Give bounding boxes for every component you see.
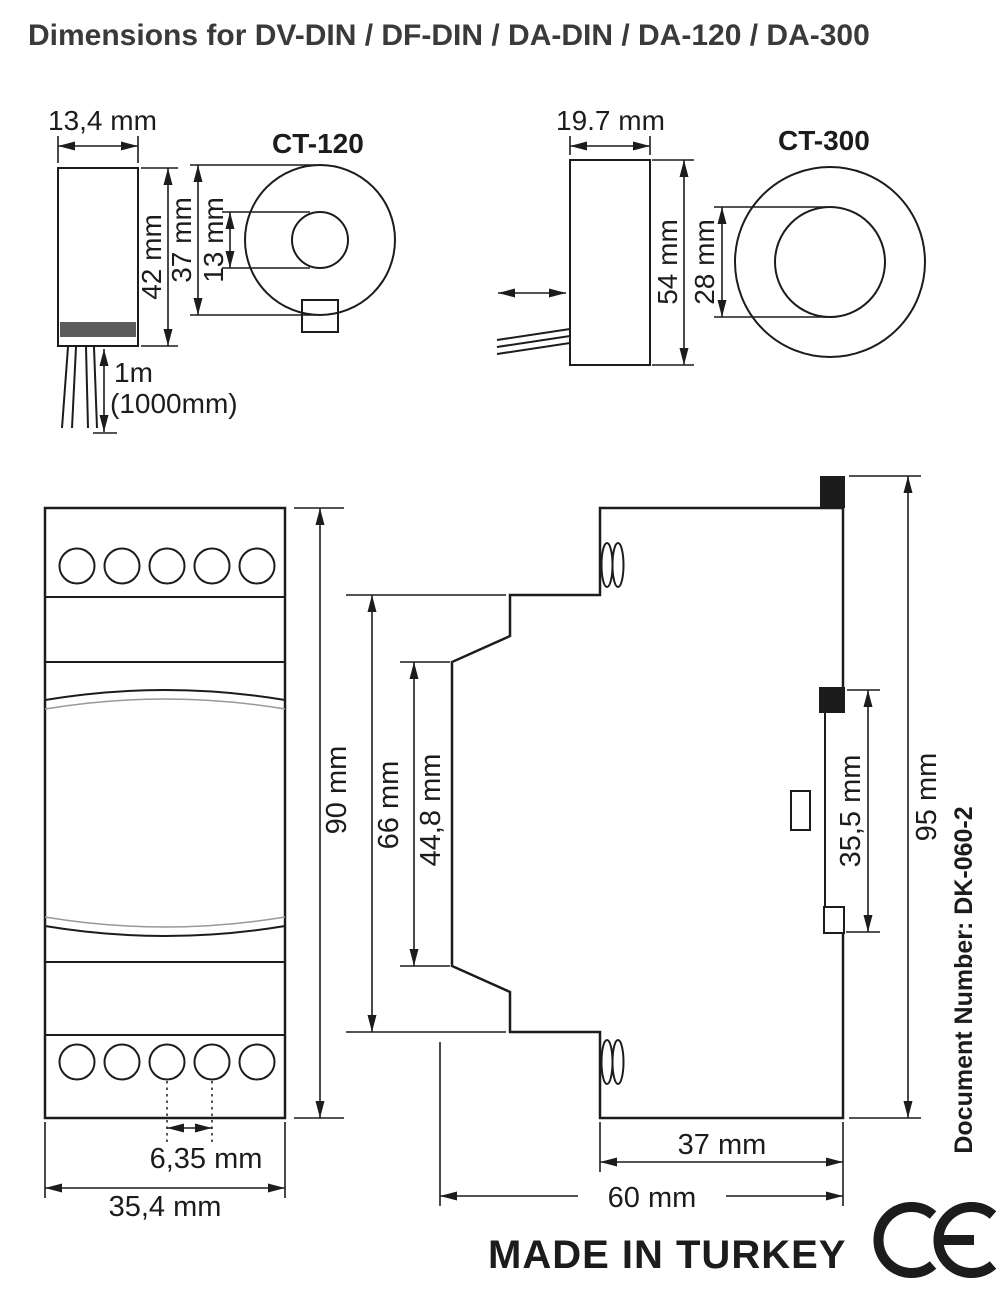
terminal-screw-side — [611, 542, 625, 588]
din-rail-dimension: 35,5 mm — [835, 689, 880, 933]
ct120-ring-hole — [291, 211, 349, 269]
ct120-inner-diameter-dimension: 13 mm — [198, 197, 310, 283]
dimension-label: 13,4 mm — [48, 105, 157, 136]
wire-line — [71, 346, 77, 429]
terminal-circle — [193, 1043, 231, 1081]
footer: Document Number: DK-060-2 MADE IN TURKEY — [488, 806, 997, 1278]
terminal-circle — [58, 1043, 96, 1081]
dimension-label: 37 mm — [678, 1129, 767, 1161]
dimension-label: 1m — [114, 357, 153, 388]
ct300-drawing: 19.7 mm 54 mm 28 mm CT-300 — [496, 105, 926, 366]
front-window-arc-shadow — [44, 916, 286, 928]
dimension-label: 6,35 mm — [150, 1143, 263, 1175]
ct300-ring — [734, 166, 926, 358]
bottom-terminal-circles — [58, 1043, 276, 1081]
ct300-label: CT-300 — [778, 125, 870, 156]
front-view-outline — [43, 506, 287, 1120]
ce-letter-c — [873, 1202, 937, 1278]
din-clip-hook — [819, 687, 845, 713]
panel-height-dimension: 44,8 mm — [400, 661, 450, 967]
ct300-ring-hole — [774, 206, 886, 318]
dimension-label: 35,5 mm — [835, 755, 867, 868]
side-view-outline — [450, 506, 845, 1120]
terminal-screw-side — [600, 1039, 614, 1085]
side-latch-window — [790, 790, 811, 831]
dimension-label: 66 mm — [373, 761, 405, 850]
top-terminal-circles — [58, 547, 276, 585]
din-clip-foot — [823, 906, 845, 934]
terminal-circle — [103, 1043, 141, 1081]
body-height-dimension: 90 mm — [294, 507, 353, 1119]
ct300-side-view-body — [569, 159, 651, 366]
ct120-drawing: 13,4 mm 1m (1000mm) 42 mm — [48, 105, 396, 434]
dimension-label: 44,8 mm — [415, 754, 447, 867]
rear-depth-dimension: 37 mm — [599, 1122, 844, 1206]
dimension-label: 37 mm — [166, 197, 197, 283]
ct120-ring-tab — [301, 299, 339, 333]
dimension-label: 35,4 mm — [109, 1191, 222, 1223]
document-number: Document Number: DK-060-2 — [950, 806, 978, 1153]
ce-mark-icon — [873, 1202, 997, 1278]
dimension-label: (1000mm) — [110, 388, 238, 419]
front-window-arc — [44, 689, 286, 701]
wire-line — [496, 328, 571, 341]
dimension-label: 42 mm — [136, 214, 167, 300]
front-window-arc-shadow — [44, 698, 286, 710]
overall-depth-dimension: 60 mm — [439, 1042, 843, 1214]
ct120-side-view-band — [60, 322, 136, 337]
overall-height-dimension: 95 mm — [849, 475, 943, 1119]
terminal-screw-side — [611, 1039, 625, 1085]
ct300-height-dimension: 54 mm — [652, 159, 694, 366]
dimension-label: 90 mm — [321, 746, 353, 835]
din-module-side-view: 90 mm 66 mm 44,8 mm 35,5 mm 95 m — [294, 475, 943, 1214]
terminal-circle — [103, 547, 141, 585]
ct120-wires — [61, 346, 98, 429]
wire-line — [496, 342, 571, 355]
ct300-wires — [496, 328, 571, 355]
din-clip-top-tab — [820, 476, 845, 508]
terminal-circle — [238, 547, 276, 585]
din-clip-recess-mask — [825, 713, 846, 909]
ct120-ring — [244, 164, 396, 333]
ct120-width-dimension: 13,4 mm — [48, 105, 157, 163]
terminal-circle — [238, 1043, 276, 1081]
dimension-label: 19.7 mm — [556, 105, 665, 136]
ct300-inner-diameter-dimension: 28 mm — [689, 206, 826, 318]
terminal-circle — [193, 547, 231, 585]
terminal-screw-side — [600, 542, 614, 588]
ct120-height-dimension: 42 mm — [136, 167, 178, 347]
ct120-ring-outer — [244, 164, 396, 316]
wire-line — [496, 335, 571, 348]
dimension-label: 95 mm — [911, 753, 943, 842]
dimension-label: 54 mm — [652, 219, 683, 305]
terminal-circle — [148, 547, 186, 585]
wire-line — [61, 346, 69, 429]
dimension-label: 13 mm — [198, 197, 229, 283]
ct300-width-dimension: 19.7 mm — [556, 105, 665, 155]
ct120-outer-diameter-dimension: 37 mm — [166, 164, 316, 316]
terminal-circle — [58, 547, 96, 585]
made-in-label: MADE IN TURKEY — [488, 1233, 846, 1277]
terminal-pitch-dimension: 6,35 mm — [150, 1081, 263, 1175]
ct120-label: CT-120 — [272, 128, 364, 159]
ct300-ring-outer — [734, 166, 926, 358]
front-width-dimension: 35,4 mm — [44, 1122, 286, 1223]
terminal-circle — [148, 1043, 186, 1081]
din-module-front-view: 6,35 mm 35,4 mm — [43, 506, 287, 1223]
wire-line — [93, 346, 98, 429]
ct120-side-view-body — [57, 167, 139, 347]
front-height-dimension: 66 mm — [346, 594, 506, 1033]
dimension-label: 60 mm — [608, 1182, 697, 1214]
dimension-label: 28 mm — [689, 219, 720, 305]
wire-line — [85, 346, 89, 429]
page-title: Dimensions for DV-DIN / DF-DIN / DA-DIN … — [28, 19, 870, 52]
ct120-wire-length-dimension: 1m (1000mm) — [93, 349, 238, 434]
front-window-arc — [44, 925, 286, 937]
